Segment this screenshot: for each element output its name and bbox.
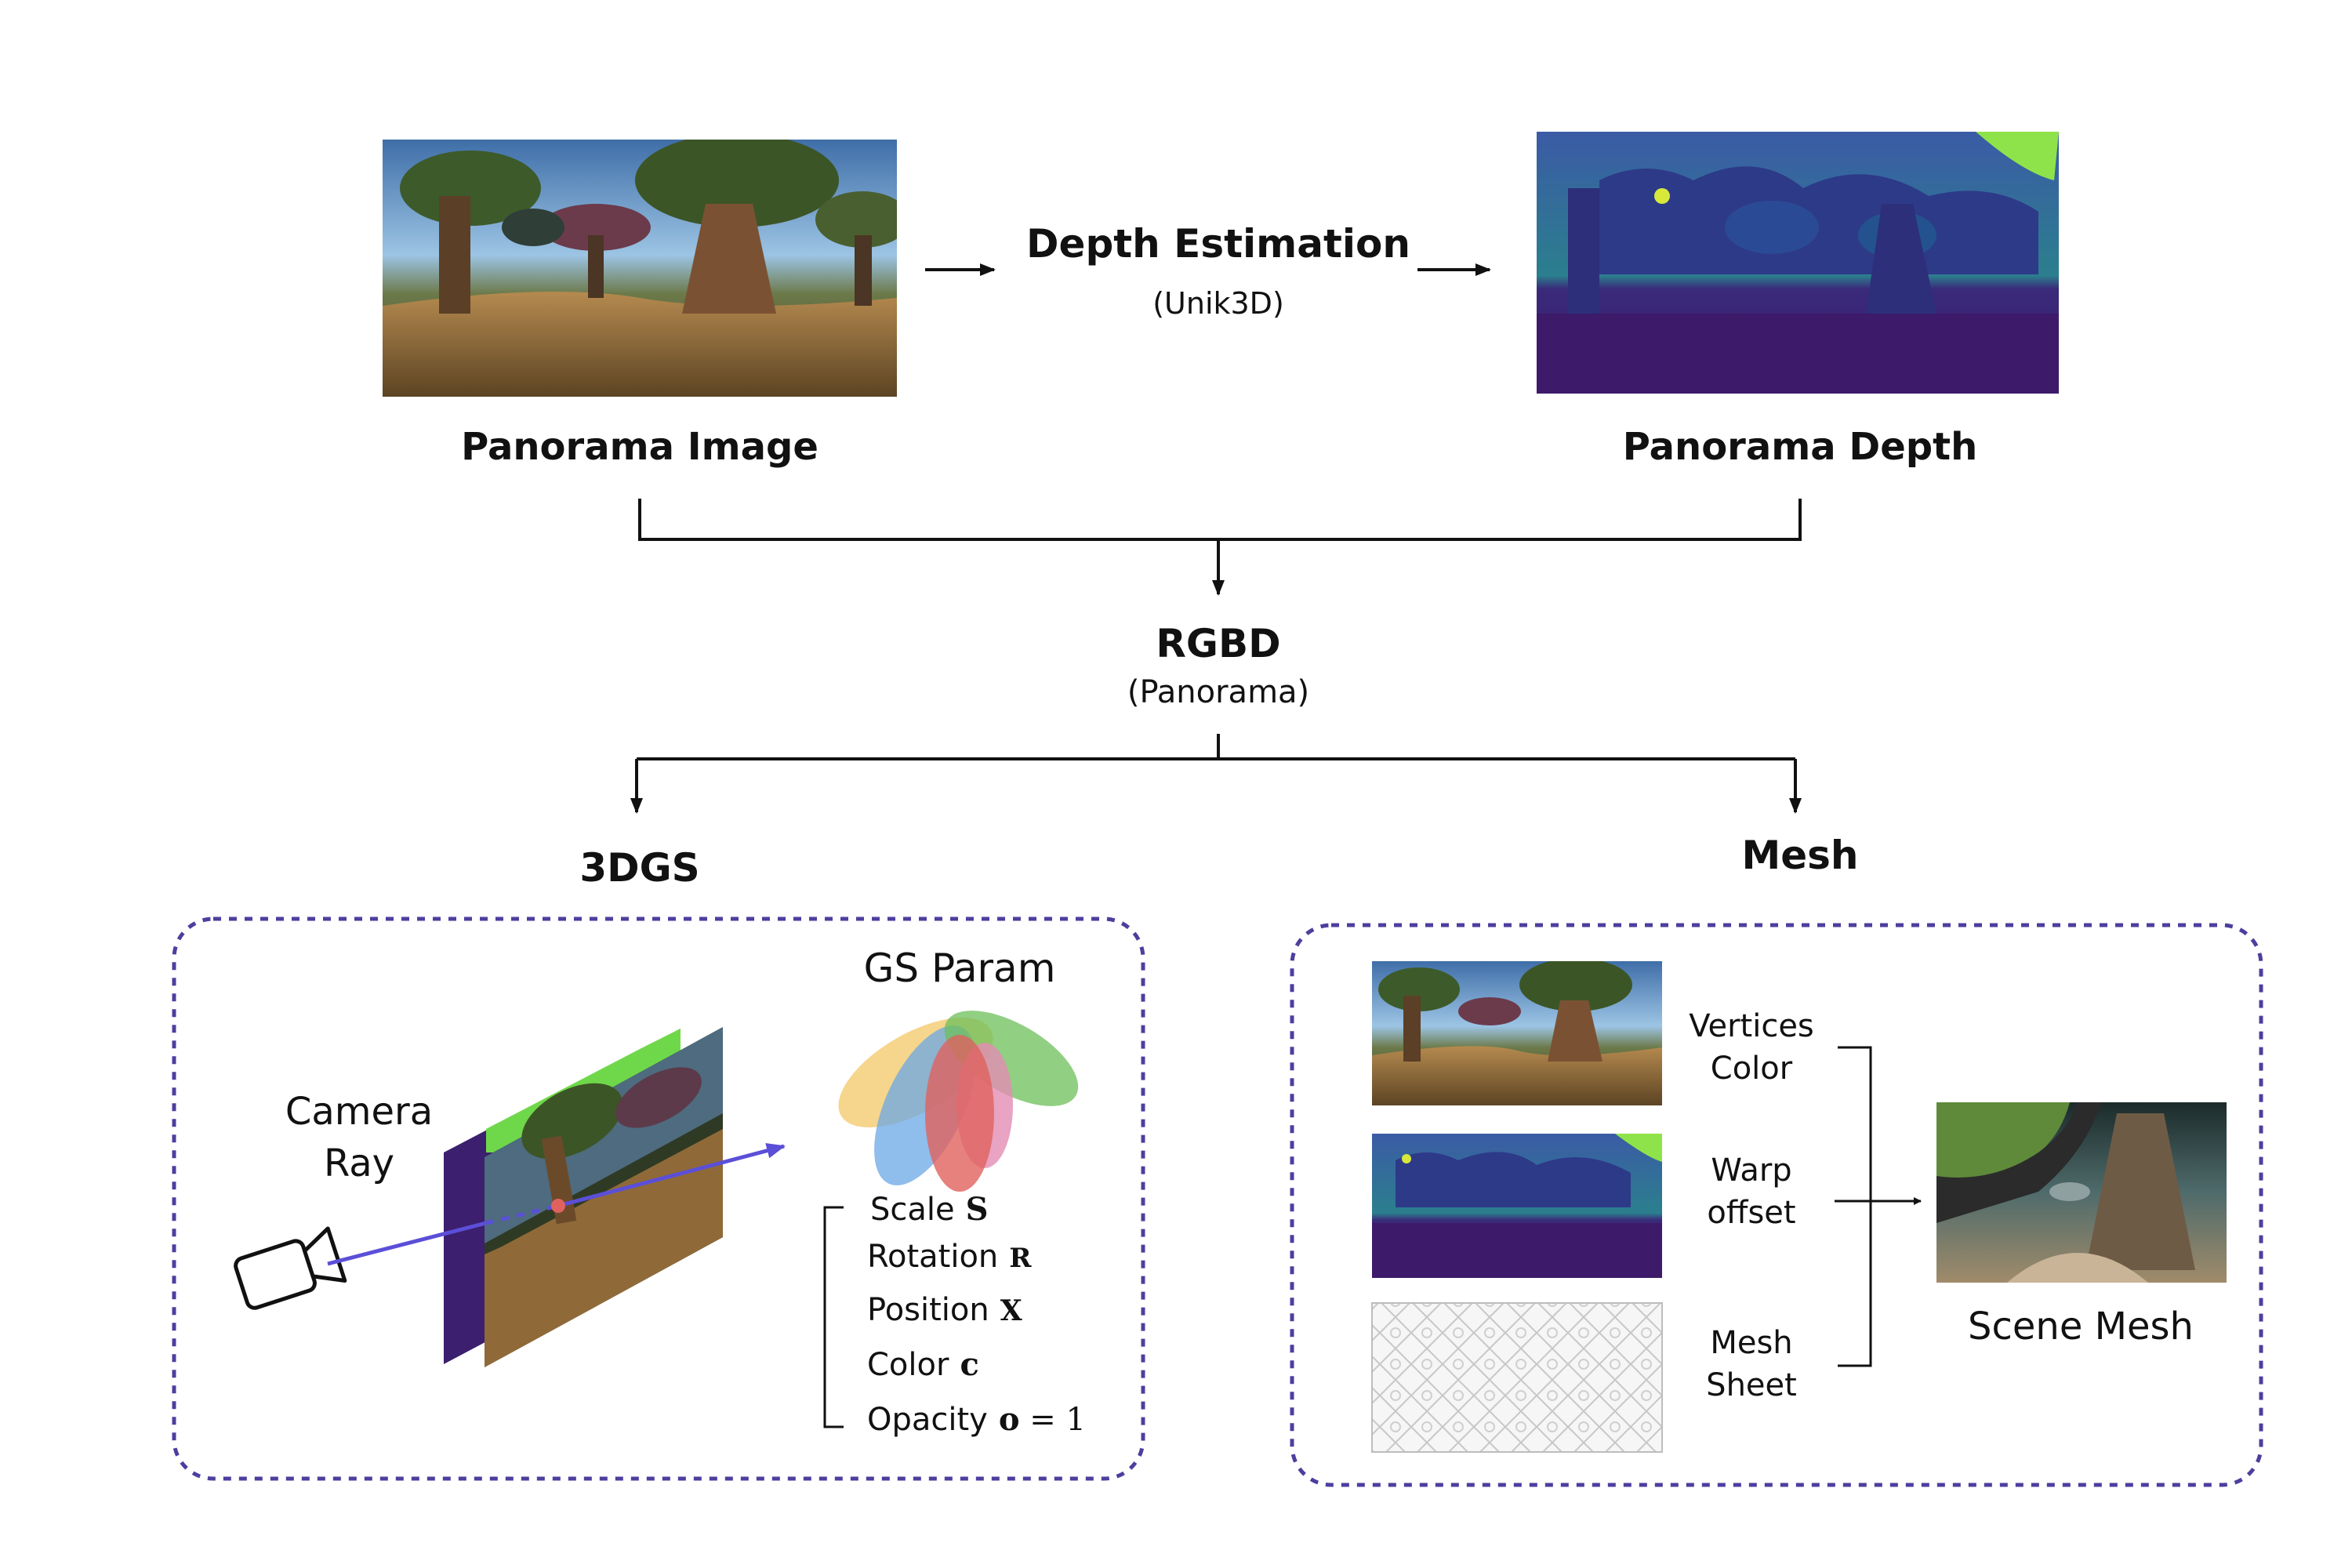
camera-ray-segment-1	[327, 1221, 487, 1266]
sheet-label-line2: Sheet	[1706, 1367, 1797, 1403]
mesh-sheet-thumb	[1371, 1302, 1663, 1453]
gaussian-splats	[838, 1011, 1079, 1192]
param-scale-name: Scale	[870, 1192, 955, 1228]
param-opacity-name: Opacity	[867, 1402, 988, 1438]
gs-param-title: GS Param	[864, 946, 1056, 991]
rgbd-sub: (Panorama)	[1127, 674, 1309, 710]
panorama-image	[383, 140, 897, 397]
gs-branch-title: 3DGS	[579, 845, 699, 891]
mesh-combine-bracket	[1838, 1046, 1872, 1367]
panorama-depth	[1537, 132, 2059, 394]
param-scale-symbol: S	[966, 1191, 989, 1228]
merge-connector	[638, 499, 1802, 541]
warp-label-line1: Warp	[1711, 1152, 1791, 1189]
param-position-symbol: X	[1000, 1294, 1022, 1327]
panorama-image-label: Panorama Image	[461, 425, 818, 469]
split-connector	[637, 734, 1795, 760]
param-rotation: Rotation R	[867, 1239, 1032, 1275]
param-color-name: Color	[867, 1347, 949, 1383]
gaussian-green	[944, 1011, 1079, 1106]
camera-ray-segment-2	[557, 1142, 786, 1208]
gs-panel-frame	[172, 916, 1145, 1481]
param-position: Position X	[867, 1292, 1022, 1328]
param-rotation-symbol: R	[1009, 1243, 1032, 1274]
param-bracket	[823, 1206, 844, 1428]
mesh-panel-frame	[1290, 923, 2263, 1487]
ray-intersection-point	[551, 1199, 565, 1213]
panorama-depth-label: Panorama Depth	[1623, 425, 1977, 469]
vertices-label-line2: Color	[1711, 1051, 1793, 1087]
warp-label-line2: offset	[1707, 1195, 1795, 1231]
gaussian-red	[925, 1035, 994, 1192]
depth-estimation-model: (Unik3D)	[1152, 286, 1284, 321]
mesh-panorama-thumb	[1372, 961, 1662, 1105]
camera-icon	[234, 1226, 347, 1310]
mesh-branch-title: Mesh	[1741, 833, 1858, 878]
camera-ray-label-line2: Ray	[324, 1142, 394, 1185]
param-opacity-symbol: o	[999, 1401, 1020, 1438]
camera-ray-segment-hidden	[485, 1203, 559, 1225]
param-rotation-name: Rotation	[867, 1239, 998, 1275]
param-color-symbol: c	[960, 1346, 978, 1383]
rgb-plane	[485, 1027, 723, 1367]
scene-mesh-label: Scene Mesh	[1968, 1305, 2194, 1348]
sheet-label-line1: Mesh	[1710, 1325, 1792, 1361]
param-position-name: Position	[867, 1292, 989, 1328]
vertices-label-line1: Vertices	[1689, 1008, 1814, 1044]
mesh-depth-thumb	[1372, 1134, 1662, 1278]
rgbd-label: RGBD	[1156, 621, 1280, 666]
param-opacity: Opacity o = 1	[867, 1401, 1086, 1438]
param-scale: Scale S	[870, 1191, 989, 1228]
param-opacity-suffix: = 1	[1020, 1402, 1086, 1438]
depth-estimation-label: Depth Estimation	[1026, 221, 1410, 267]
scene-mesh-image	[1936, 1102, 2227, 1283]
camera-ray-label-line1: Camera	[285, 1090, 433, 1134]
